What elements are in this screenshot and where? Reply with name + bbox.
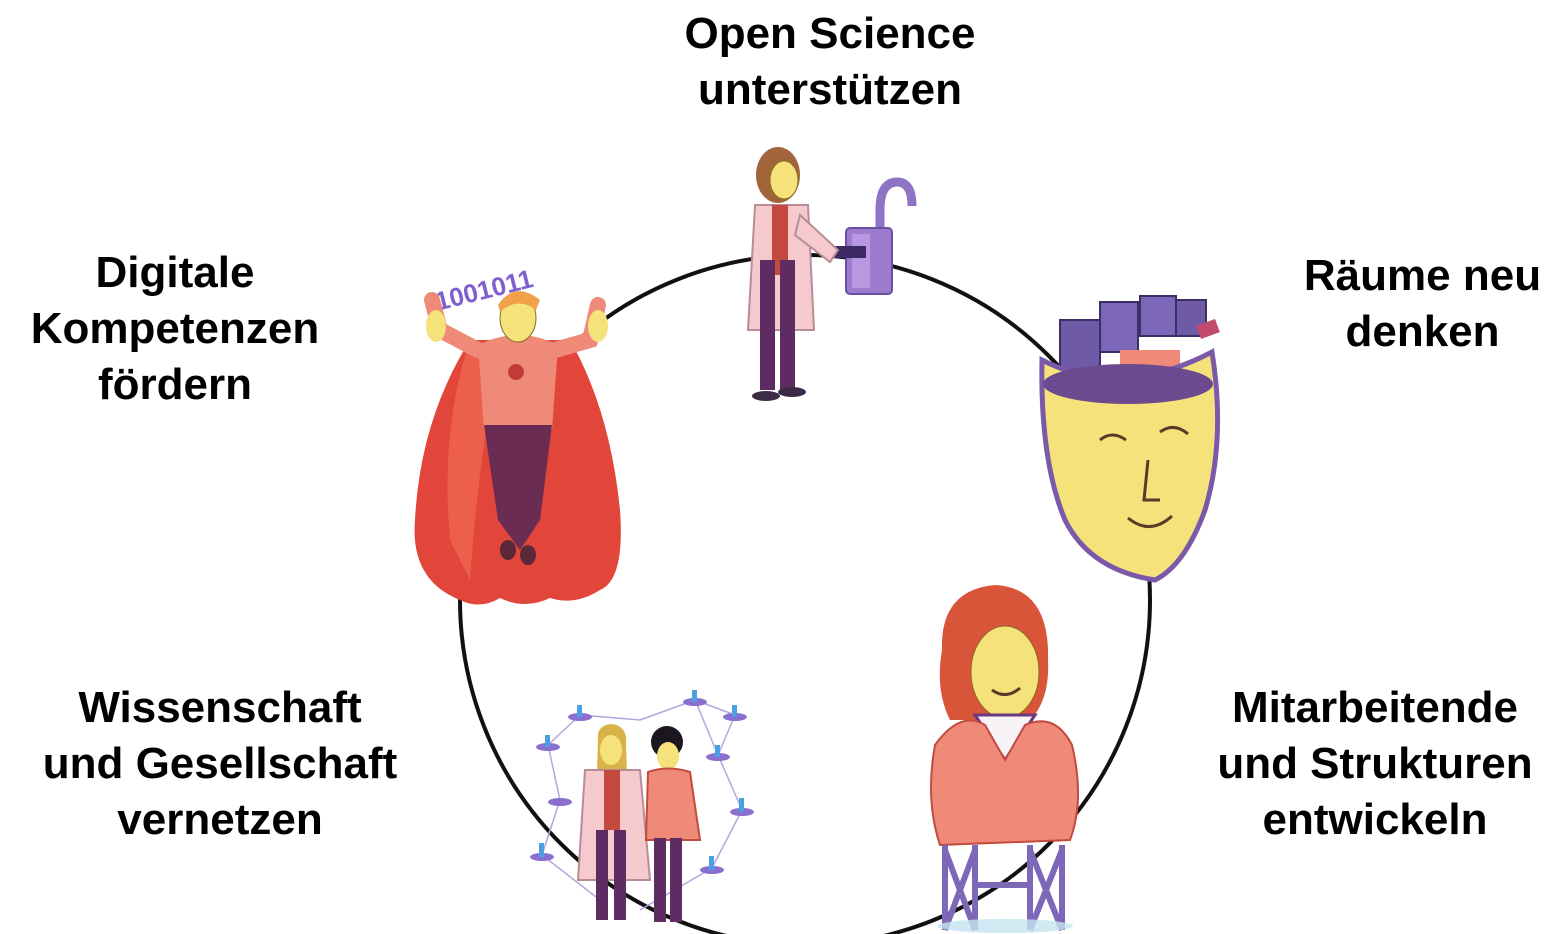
label-digitale-line-2: Kompetenzen bbox=[30, 304, 320, 353]
label-open-science-line-2: unterstützen bbox=[698, 65, 962, 114]
label-wissenschaft-line-2: und Gesellschaft bbox=[42, 739, 398, 788]
label-digitale-line-3: fördern bbox=[98, 360, 252, 409]
structures-illustration bbox=[930, 585, 1079, 933]
digital-illustration: 1001011 bbox=[414, 263, 621, 605]
label-mitarbeitende-line-1: Mitarbeitende bbox=[1231, 683, 1519, 732]
label-wissenschaft-line-3: vernetzen bbox=[117, 795, 323, 844]
label-open-science: Open Science unterstützen bbox=[620, 6, 1040, 118]
label-digitale-line-1: Digitale bbox=[95, 248, 255, 297]
label-open-science-line-1: Open Science bbox=[684, 9, 976, 58]
label-raeume: Räume neu denken bbox=[1285, 248, 1560, 360]
label-digitale-kompetenzen: Digitale Kompetenzen fördern bbox=[0, 245, 350, 413]
label-mitarbeitende: Mitarbeitende und Strukturen entwickeln bbox=[1190, 680, 1560, 848]
label-raeume-line-2: denken bbox=[1345, 307, 1500, 356]
label-wissenschaft-line-1: Wissenschaft bbox=[78, 683, 362, 732]
label-raeume-line-1: Räume neu bbox=[1303, 251, 1542, 300]
network-illustration bbox=[530, 690, 754, 922]
label-wissenschaft: Wissenschaft und Gesellschaft vernetzen bbox=[0, 680, 440, 848]
label-mitarbeitende-line-2: und Strukturen bbox=[1217, 739, 1533, 788]
label-mitarbeitende-line-3: entwickeln bbox=[1262, 795, 1488, 844]
open-science-illustration bbox=[746, 147, 917, 401]
raeume-illustration bbox=[1039, 295, 1221, 583]
